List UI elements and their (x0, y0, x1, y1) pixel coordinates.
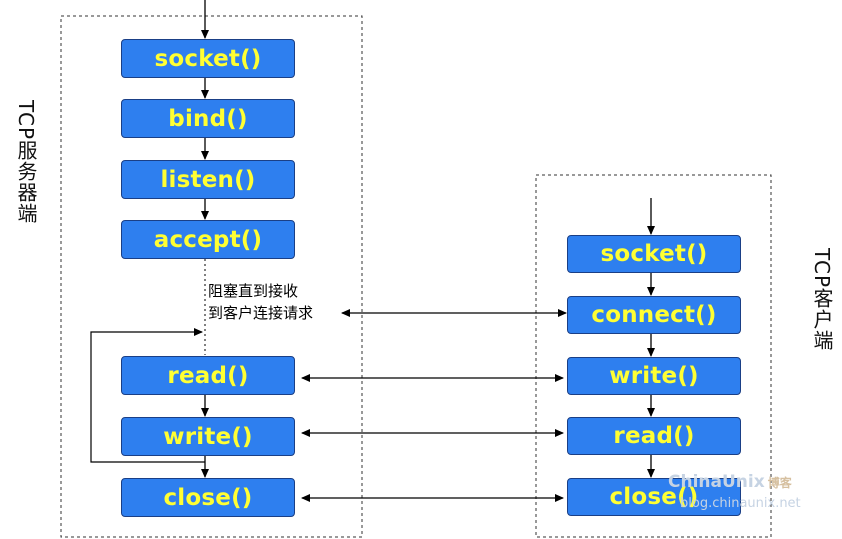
server-accept-box: accept() (121, 220, 295, 259)
client-frame (535, 174, 772, 538)
server-close-box: close() (121, 478, 295, 517)
server-read-box: read() (121, 356, 295, 395)
server-loop-line (90, 328, 205, 463)
client-write-box: write() (567, 357, 741, 395)
server-side-label: TCP服务器端 (14, 100, 38, 225)
blocking-note-line2: 到客户连接请求 (208, 304, 314, 322)
server-listen-box: listen() (121, 160, 295, 199)
client-read-box: read() (567, 417, 741, 455)
client-side-label: TCP客户端 (810, 248, 834, 352)
client-connect-box: connect() (567, 296, 741, 334)
watermark-suffix: 博客 (767, 476, 792, 490)
server-bind-box: bind() (121, 99, 295, 138)
watermark-url: blog.chinaunix.net (680, 496, 801, 511)
server-socket-box: socket() (121, 39, 295, 78)
client-close-box: close() (567, 478, 741, 516)
watermark-brand-text: ChinaUnix (668, 472, 765, 492)
blocking-note-line1: 阻塞直到接收 (208, 282, 299, 300)
server-frame (60, 15, 363, 538)
client-socket-box: socket() (567, 235, 741, 273)
server-write-box: write() (121, 417, 295, 456)
blocking-note: 阻塞直到接收 到客户连接请求 (208, 280, 313, 324)
